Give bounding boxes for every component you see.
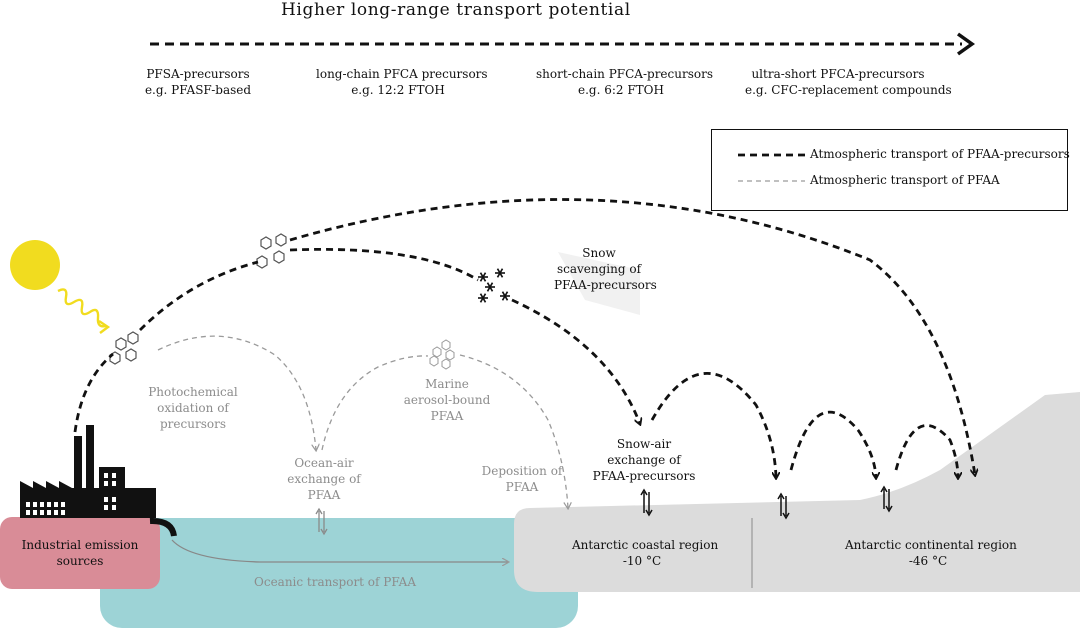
- precursor-class-name: PFSA-precursors: [146, 67, 250, 81]
- label-line: oxidation of: [157, 401, 229, 415]
- label-line: Antarctic continental region: [845, 538, 1017, 552]
- snowflake-icon: [477, 267, 511, 304]
- label-line: PFAA: [307, 488, 341, 502]
- precursor-class-name: ultra-short PFCA-precursors: [751, 67, 925, 81]
- precursor-class-example: e.g. PFASF-based: [144, 83, 252, 97]
- label-line: -10 °C: [622, 554, 662, 568]
- photochemical-oxidation-label: Photochemical oxidation of precursors: [143, 384, 243, 432]
- label-line: PFAA-precursors: [554, 278, 657, 292]
- precursor-class-example: e.g. CFC-replacement compounds: [745, 83, 952, 97]
- sun-icon: [10, 240, 60, 290]
- legend-precursor-label: Atmospheric transport of PFAA-precursors: [810, 147, 1070, 161]
- label-line: aerosol-bound: [403, 393, 491, 407]
- ocean-air-exchange-label: Ocean-air exchange of PFAA: [283, 455, 365, 503]
- label-line: precursors: [160, 417, 226, 431]
- label-line: PFAA-precursors: [592, 469, 696, 483]
- precursor-path-mid-arc: [289, 247, 479, 282]
- label-line: PFAA: [505, 480, 539, 494]
- label-line: Photochemical: [148, 385, 238, 399]
- continental-region-label: Antarctic continental region -46 °C: [845, 537, 1017, 569]
- label-line: Industrial emission: [21, 538, 139, 552]
- marine-aerosol-label: Marine aerosol-bound PFAA: [400, 376, 494, 424]
- precursor-class-pfsa: PFSA-precursors e.g. PFASF-based: [142, 66, 254, 98]
- snow-scavenging-label: Snow scavenging of PFAA-precursors: [554, 245, 657, 293]
- precursor-hop-2: [789, 410, 876, 478]
- label-line: Deposition of: [481, 464, 563, 478]
- precursor-hop-3: [894, 424, 958, 478]
- exchange-arrow-coastal: [640, 488, 653, 517]
- precursor-class-name: long-chain PFCA precursors: [316, 67, 488, 81]
- label-line: Ocean-air: [294, 456, 354, 470]
- label-line: Snow-air: [616, 437, 672, 451]
- industrial-box: [0, 517, 160, 589]
- snow-scavenging-panel: [558, 252, 640, 315]
- precursor-class-long-chain: long-chain PFCA precursors e.g. 12:2 FTO…: [316, 66, 488, 98]
- coastal-region-label: Antarctic coastal region -10 °C: [572, 537, 719, 569]
- exchange-arrow-hop-2: [880, 485, 893, 513]
- precursor-class-name: short-chain PFCA-precursors: [536, 67, 713, 81]
- long-range-arrowhead: [956, 32, 976, 56]
- sunlight-wave-icon: [57, 288, 107, 328]
- exchange-arrow-ocean: [315, 507, 328, 536]
- label-line: Snow: [582, 246, 616, 260]
- page-title: Higher long-range transport potential: [281, 0, 631, 20]
- precursor-class-example: e.g. 6:2 FTOH: [578, 83, 664, 97]
- precursor-molecule-icon: [256, 233, 287, 269]
- precursor-path-long-arc: [289, 198, 975, 476]
- label-line: exchange of: [607, 453, 681, 467]
- oceanic-transport-label: Oceanic transport of PFAA: [254, 575, 416, 589]
- outflow-pipe: [149, 517, 177, 537]
- industrial-emission-label: Industrial emission sources: [2, 537, 158, 569]
- label-line: sources: [56, 554, 104, 568]
- ocean: [100, 518, 578, 628]
- legend-pfaa-label: Atmospheric transport of PFAA: [810, 173, 1000, 187]
- precursor-path-emission: [73, 352, 114, 433]
- label-line: -46 °C: [908, 554, 948, 568]
- label-line: exchange of: [287, 472, 361, 486]
- precursor-hop-1: [650, 372, 776, 478]
- exchange-arrow-hop-1: [777, 492, 790, 520]
- precursor-class-ultra-short: ultra-short PFCA-precursors e.g. CFC-rep…: [745, 66, 952, 98]
- aerosol-molecule-icon: [429, 339, 455, 370]
- label-line: Marine: [425, 377, 469, 391]
- deposition-label: Deposition of PFAA: [478, 463, 566, 495]
- label-line: PFAA: [430, 409, 464, 423]
- pfaa-path-to-ocean: [157, 335, 316, 450]
- precursor-molecule-icon: [109, 331, 139, 365]
- factory-icon: [20, 425, 156, 518]
- precursor-path-rise: [139, 260, 259, 331]
- antarctic-landmass: [514, 392, 1080, 592]
- precursor-path-to-coast: [511, 298, 640, 424]
- snow-air-exchange-label: Snow-air exchange of PFAA-precursors: [590, 436, 698, 484]
- precursor-class-short-chain: short-chain PFCA-precursors e.g. 6:2 FTO…: [536, 66, 713, 98]
- oceanic-transport-arrow: [171, 539, 508, 562]
- pfaa-path-aerosol-rise: [321, 355, 429, 451]
- label-line: scavenging of: [556, 262, 642, 276]
- legend: Atmospheric transport of PFAA-precursors…: [711, 129, 1070, 211]
- sunlight-arrowhead: [98, 320, 111, 334]
- pfaa-path-deposition: [459, 354, 568, 508]
- label-line: Antarctic coastal region: [572, 538, 719, 552]
- precursor-class-example: e.g. 12:2 FTOH: [351, 83, 445, 97]
